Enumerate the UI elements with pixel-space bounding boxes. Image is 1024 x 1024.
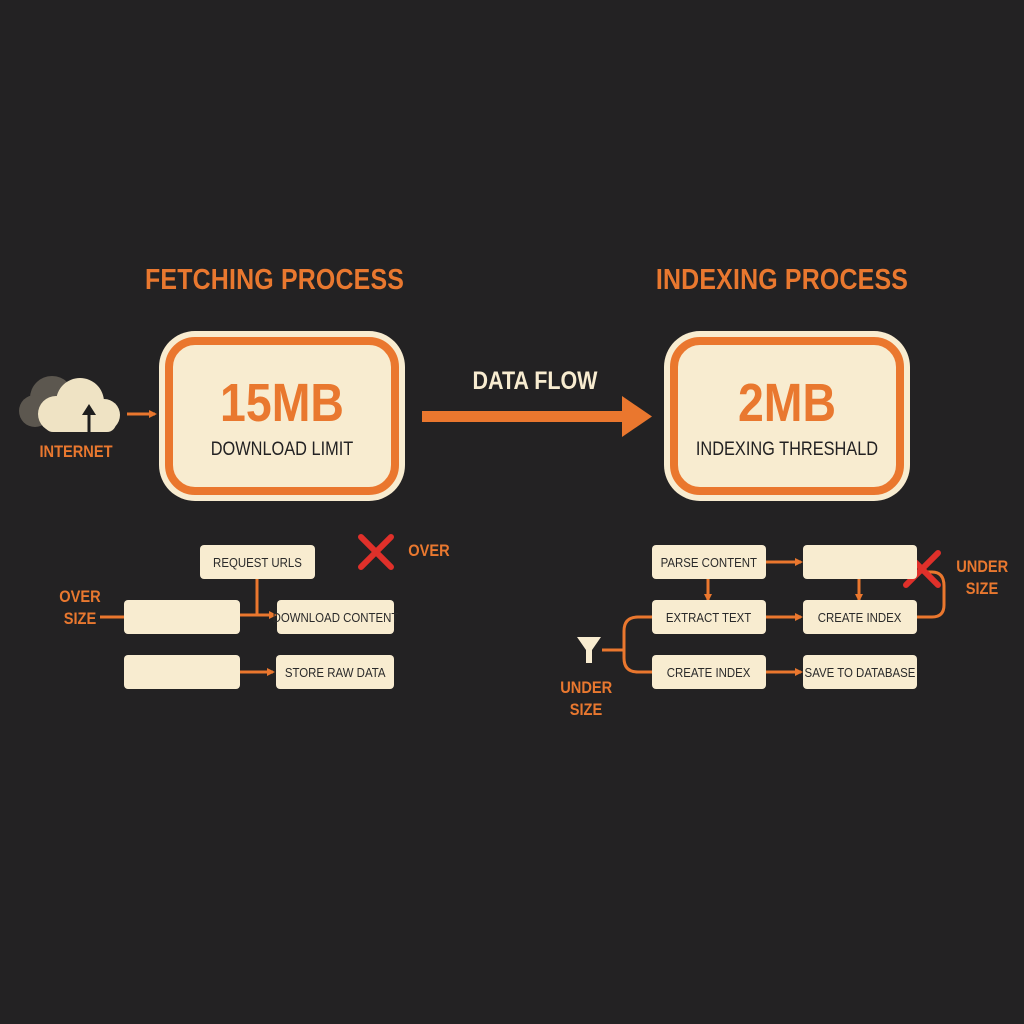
over-size-label: OVER SIZE [54,586,106,630]
blank-node-2 [124,655,240,689]
download-content-text: DOWNLOAD CONTENT [272,609,399,625]
download-limit-value: 15MB [220,373,344,433]
indexing-threshold-box: 2MB INDEXING THRESHALD [670,337,904,495]
download-limit-caption: DOWNLOAD LIMIT [210,439,354,460]
under-size-left-line-2: SIZE [569,700,603,719]
save-to-database-node: SAVE TO DATABASE [803,655,917,689]
under-size-label-left: UNDER SIZE [560,677,612,721]
download-limit-box: 15MB DOWNLOAD LIMIT [165,337,399,495]
indexing-threshold-value: 2MB [737,373,837,433]
over-size-line-1: OVER [59,587,101,606]
store-raw-data-text: STORE RAW DATA [284,664,386,680]
over-size-line-2: SIZE [63,609,97,628]
data-flow-label: DATA FLOW [472,367,598,395]
indexing-threshold-caption: INDEXING THRESHALD [695,439,879,460]
under-size-right-line-1: UNDER [956,557,1009,576]
save-to-database-text: SAVE TO DATABASE [804,664,916,680]
data-flow-arrow [422,396,652,437]
cloud-upload-icon [19,376,120,432]
blank-node-1 [124,600,240,634]
fetching-title: FETCHING PROCESS [145,264,405,296]
create-index-bottom-text: CREATE INDEX [667,664,751,680]
indexing-title: INDEXING PROCESS [655,264,909,296]
under-size-right-line-2: SIZE [965,579,999,598]
store-raw-data-node: STORE RAW DATA [276,655,394,689]
extract-text-text: EXTRACT TEXT [666,609,752,625]
under-size-label-right: UNDER SIZE [956,556,1008,600]
reject-x-icon [358,534,394,570]
create-index-node-bottom: CREATE INDEX [652,655,766,689]
create-index-top-text: CREATE INDEX [818,609,902,625]
download-content-node: DOWNLOAD CONTENT [273,600,398,634]
internet-label: INTERNET [39,442,113,461]
under-size-left-line-1: UNDER [560,678,613,697]
request-urls-node: REQUEST URLS [200,545,315,579]
parse-content-node: PARSE CONTENT [652,545,766,579]
over-label: OVER [408,541,450,560]
funnel-icon [577,637,601,663]
create-index-node-top: CREATE INDEX [803,600,917,634]
extract-text-node: EXTRACT TEXT [652,600,766,634]
request-urls-text: REQUEST URLS [213,554,302,570]
parse-content-text: PARSE CONTENT [660,554,758,570]
blank-node-3 [803,545,917,579]
